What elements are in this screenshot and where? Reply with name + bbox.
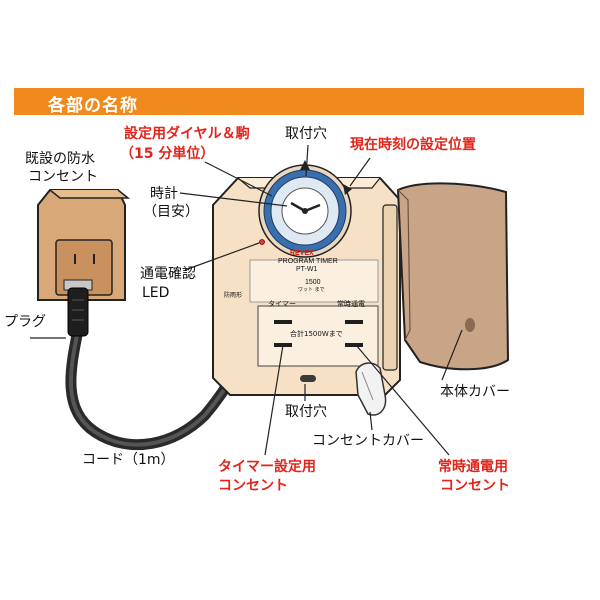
outlet-cover — [355, 362, 387, 416]
device-label-total: 合計1500Wまで — [290, 330, 343, 338]
device-brand: REVEX — [290, 250, 314, 257]
label-led-2: LED — [142, 285, 170, 301]
header-title: 各部の名称 — [48, 96, 138, 116]
device-rain-mark: 防雨形 — [224, 292, 243, 299]
mount-hole-bottom — [300, 375, 316, 382]
label-dial-2: （15 分単位） — [120, 146, 215, 162]
device-label-timer: タイマー — [268, 300, 296, 308]
label-outlet-existing-1: 既設の防水 — [25, 151, 95, 167]
always-outlet-slot-bottom — [345, 343, 363, 347]
device-rating-unit: ワット まで — [298, 287, 325, 293]
header-banner: 各部の名称 — [14, 88, 584, 116]
label-always-outlet-2: コンセント — [440, 478, 510, 494]
label-plug: プラグ — [4, 314, 46, 330]
label-mount-bottom: 取付穴 — [285, 404, 327, 420]
label-outlet-existing-2: コンセント — [28, 169, 98, 185]
label-body-cover: 本体カバー — [440, 384, 510, 400]
label-clock-1: 時計 — [150, 186, 178, 202]
plug — [63, 279, 93, 337]
label-timer-outlet-1: タイマー設定用 — [218, 459, 316, 475]
device-product: PROGRAM TIMER — [278, 258, 338, 265]
body-cover — [396, 182, 510, 371]
label-cord: コード（1m） — [82, 452, 175, 468]
device-model: PT-W1 — [296, 266, 318, 273]
led — [259, 239, 265, 245]
label-current-time: 現在時刻の設定位置 — [350, 137, 476, 153]
timer-dial — [258, 164, 352, 258]
label-mount-top: 取付穴 — [285, 126, 327, 142]
device-label-always: 常時通電 — [337, 300, 365, 308]
label-dial-1: 設定用ダイヤル＆駒 — [124, 126, 250, 142]
outlet-panel — [257, 305, 379, 367]
label-always-outlet-1: 常時通電用 — [438, 459, 508, 475]
label-clock-2: （目安） — [143, 204, 199, 220]
device-rating: 1500 — [305, 279, 321, 286]
label-timer-outlet-2: コンセント — [218, 478, 288, 494]
label-led-1: 通電確認 — [140, 266, 196, 282]
timer-outlet-slot-top — [274, 320, 292, 324]
label-outlet-cover: コンセントカバー — [312, 433, 424, 449]
always-outlet-slot-top — [345, 320, 363, 324]
